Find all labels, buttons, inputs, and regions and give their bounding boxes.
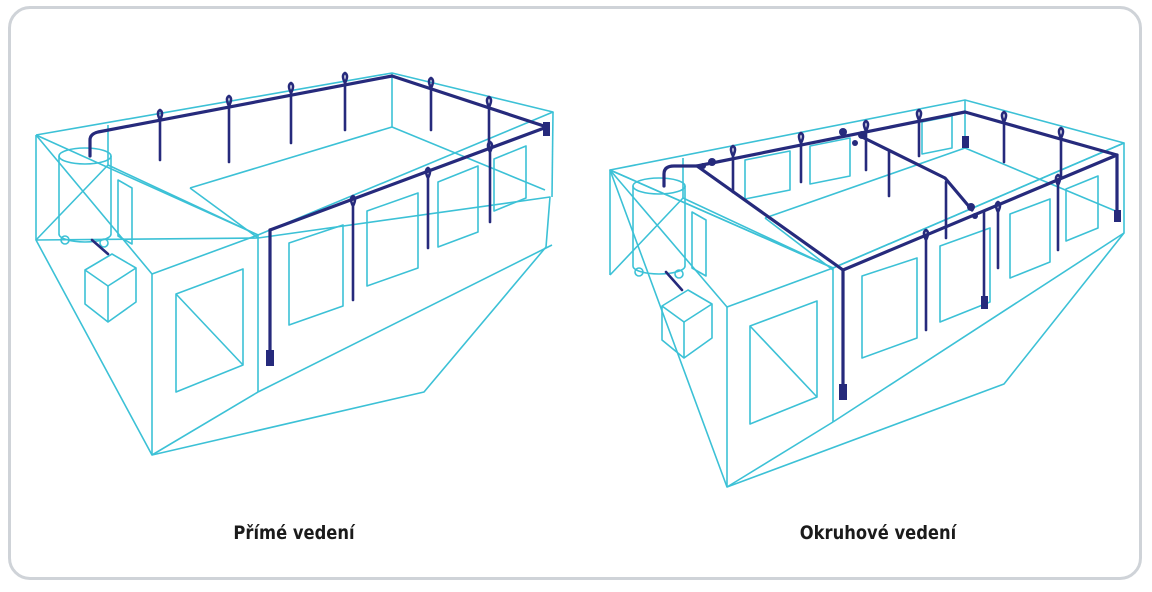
outlet-terminal [1114, 210, 1121, 222]
outlet-terminal [266, 350, 274, 366]
outlet-terminal [962, 136, 969, 148]
diagram-ring-distribution [609, 99, 1125, 488]
outlet-terminal [981, 296, 988, 309]
caption-ring-distribution: Okruhové vedení [799, 522, 957, 544]
compressed-air-pipe-ring [662, 108, 1121, 400]
building-outline [35, 72, 554, 456]
caption-direct-distribution: Přímé vedení [233, 522, 355, 544]
outlet-terminal [543, 122, 550, 136]
outlet-terminal [839, 384, 847, 400]
compressed-air-pipe-direct [88, 71, 550, 366]
diagram-direct-distribution [35, 71, 554, 456]
building-outline [609, 99, 1125, 488]
